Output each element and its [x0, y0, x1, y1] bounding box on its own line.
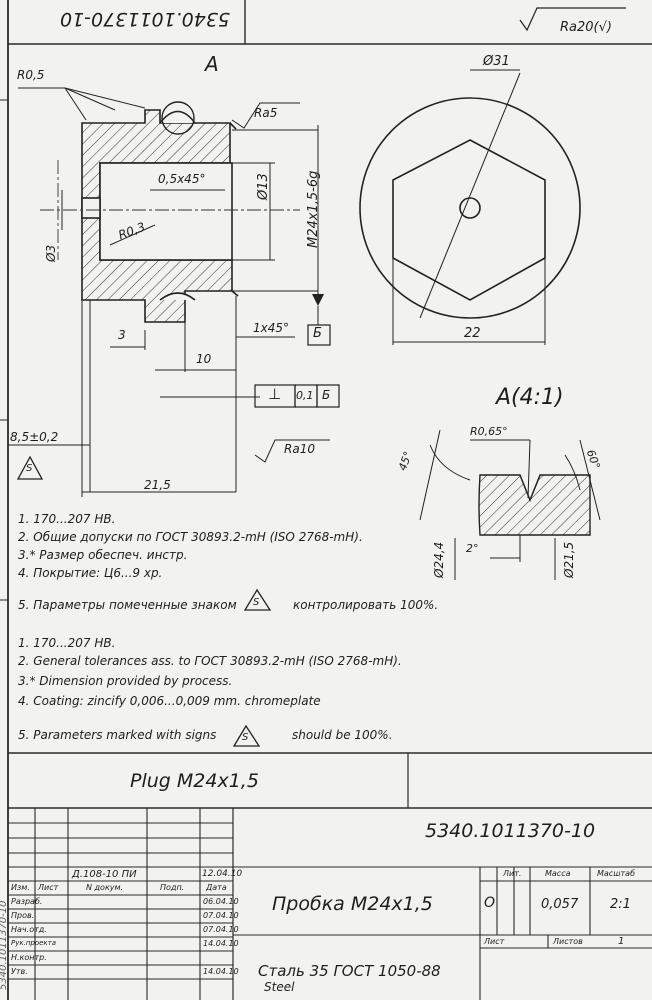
role-utv: Утв. [11, 967, 28, 976]
center-line [40, 160, 300, 260]
dim-phi3: Ø3 [44, 244, 58, 262]
note-ru-2: 2. Общие допуски по ГОСТ 30893.2-mH (ISO… [18, 530, 363, 544]
tolerance-frame [254, 384, 340, 408]
note-ru-4: 4. Покрытие: Ц6...9 хр. [18, 566, 163, 580]
detail-a [419, 429, 601, 580]
note-ru-1: 1. 170...207 HB. [18, 512, 116, 526]
s-mark-main: S [26, 463, 33, 474]
detail-a-title: А(4:1) [496, 385, 564, 410]
roughness-general: Ra20(√) [560, 20, 612, 35]
note-en-2: 2. General tolerances ass. to ГОСТ 30893… [18, 654, 402, 668]
note-ru-5b: контролировать 100%. [293, 598, 439, 612]
dim-r05: R0,5 [17, 68, 45, 82]
roughness-general-symbol [519, 7, 626, 32]
datum-triangle [312, 294, 324, 306]
side-stamp: 5340.1011370-10 [0, 900, 9, 991]
role-prov: Пров. [11, 911, 35, 920]
datum-box [307, 324, 331, 346]
date-utv: 14.04.10 [203, 967, 239, 976]
tolerance-value: 0,1 [296, 389, 314, 402]
dim-r065: R0,65° [470, 425, 508, 438]
material-en: Steel [264, 980, 295, 994]
title-doc-number: 5340.1011370-10 [425, 820, 596, 842]
sheets-label: Листов [553, 937, 583, 946]
scale-value: 2:1 [610, 897, 631, 912]
col-lit: Лит. [503, 869, 522, 878]
role-ruk-proekta: Рук.проекта [11, 939, 57, 947]
dim-ra10: Ra10 [284, 442, 315, 456]
head-data: Дата [206, 883, 227, 892]
dim-twentytwo: 22 [464, 326, 481, 341]
view-a-circle [161, 101, 195, 135]
note-ru-3: 3.* Размер обеспеч. инстр. [18, 548, 188, 562]
datum-b-label: Б [313, 326, 322, 341]
change-ref: Д.108-10 ПИ [72, 869, 137, 880]
role-nach-otd: Нач.отд. [11, 925, 47, 934]
undercut-groove-top [159, 110, 196, 124]
view-a-label: А [205, 52, 219, 76]
top-doc-number: 5340.1011370-10 [60, 8, 231, 30]
sheets-count: 1 [618, 936, 625, 947]
dim-phi215: Ø21,5 [562, 541, 576, 578]
undercut-groove-bottom [159, 292, 196, 301]
dim-chamfer-1: 1x45° [253, 321, 290, 335]
note-ru-5a: 5. Параметры помеченные знаком [18, 598, 237, 612]
dim-phi244: Ø24,4 [432, 541, 446, 578]
date-prov: 07.04.10 [203, 911, 239, 920]
s-mark-triangles [16, 455, 272, 747]
note-en-4: 4. Coating: zincify 0,006...0,009 mm. ch… [18, 694, 321, 708]
mass-value: 0,057 [541, 897, 579, 912]
head-podp: Подп. [160, 883, 185, 892]
date-nach-otd: 07.04.10 [203, 925, 239, 934]
bore [99, 162, 233, 261]
head-list: Лист [38, 883, 59, 892]
tolerance-datum: Б [322, 388, 331, 402]
head-izm: Изм. [11, 883, 30, 892]
dim-ten: 10 [196, 352, 212, 366]
role-n-kontr: Н.контр. [11, 953, 47, 962]
dim-phi31: Ø31 [483, 54, 510, 69]
dim-phi13: Ø13 [256, 173, 271, 200]
dim-thread: M24x1,5-6g [306, 170, 321, 248]
part-name-en: Plug M24x1,5 [130, 770, 259, 792]
date-ruk-proekta: 14.04.10 [203, 939, 239, 948]
cross-hole [81, 197, 101, 219]
dim-ra5: Ra5 [254, 106, 278, 120]
end-view [359, 69, 581, 345]
section-view [81, 101, 319, 323]
col-mass: Масса [545, 869, 571, 878]
dim-len-85: 8,5±0,2 [10, 430, 59, 444]
role-razrab: Разраб. [11, 897, 43, 906]
s-mark-note-en: S [242, 732, 249, 743]
dim-two: 2° [466, 542, 479, 555]
note-en-5b: should be 100%. [292, 728, 393, 742]
head-ndoc: N докум. [86, 883, 124, 892]
note-en-5a: 5. Parameters marked with signs [18, 728, 217, 742]
date-razrab: 06.04.10 [203, 897, 239, 906]
lit-value: О [484, 895, 496, 911]
title-block-grid [8, 808, 652, 1000]
part-name-ru: Пробка М24х1,5 [272, 893, 433, 915]
dimension-lines [8, 87, 330, 497]
s-mark-note-ru: S [253, 597, 260, 608]
sheet-label: Лист [484, 937, 505, 946]
dim-three: 3 [118, 328, 126, 342]
dim-len-215: 21,5 [144, 478, 171, 492]
tolerance-symbol: ⊥ [268, 385, 282, 403]
note-en-3: 3.* Dimension provided by process. [18, 674, 233, 688]
col-scale: Масштаб [597, 869, 636, 878]
material-ru: Сталь 35 ГОСТ 1050-88 [258, 962, 441, 980]
dim-chamfer-05: 0,5x45° [158, 172, 206, 186]
note-en-1: 1. 170...207 HB. [18, 636, 116, 650]
change-date: 12.04.10 [202, 869, 243, 879]
